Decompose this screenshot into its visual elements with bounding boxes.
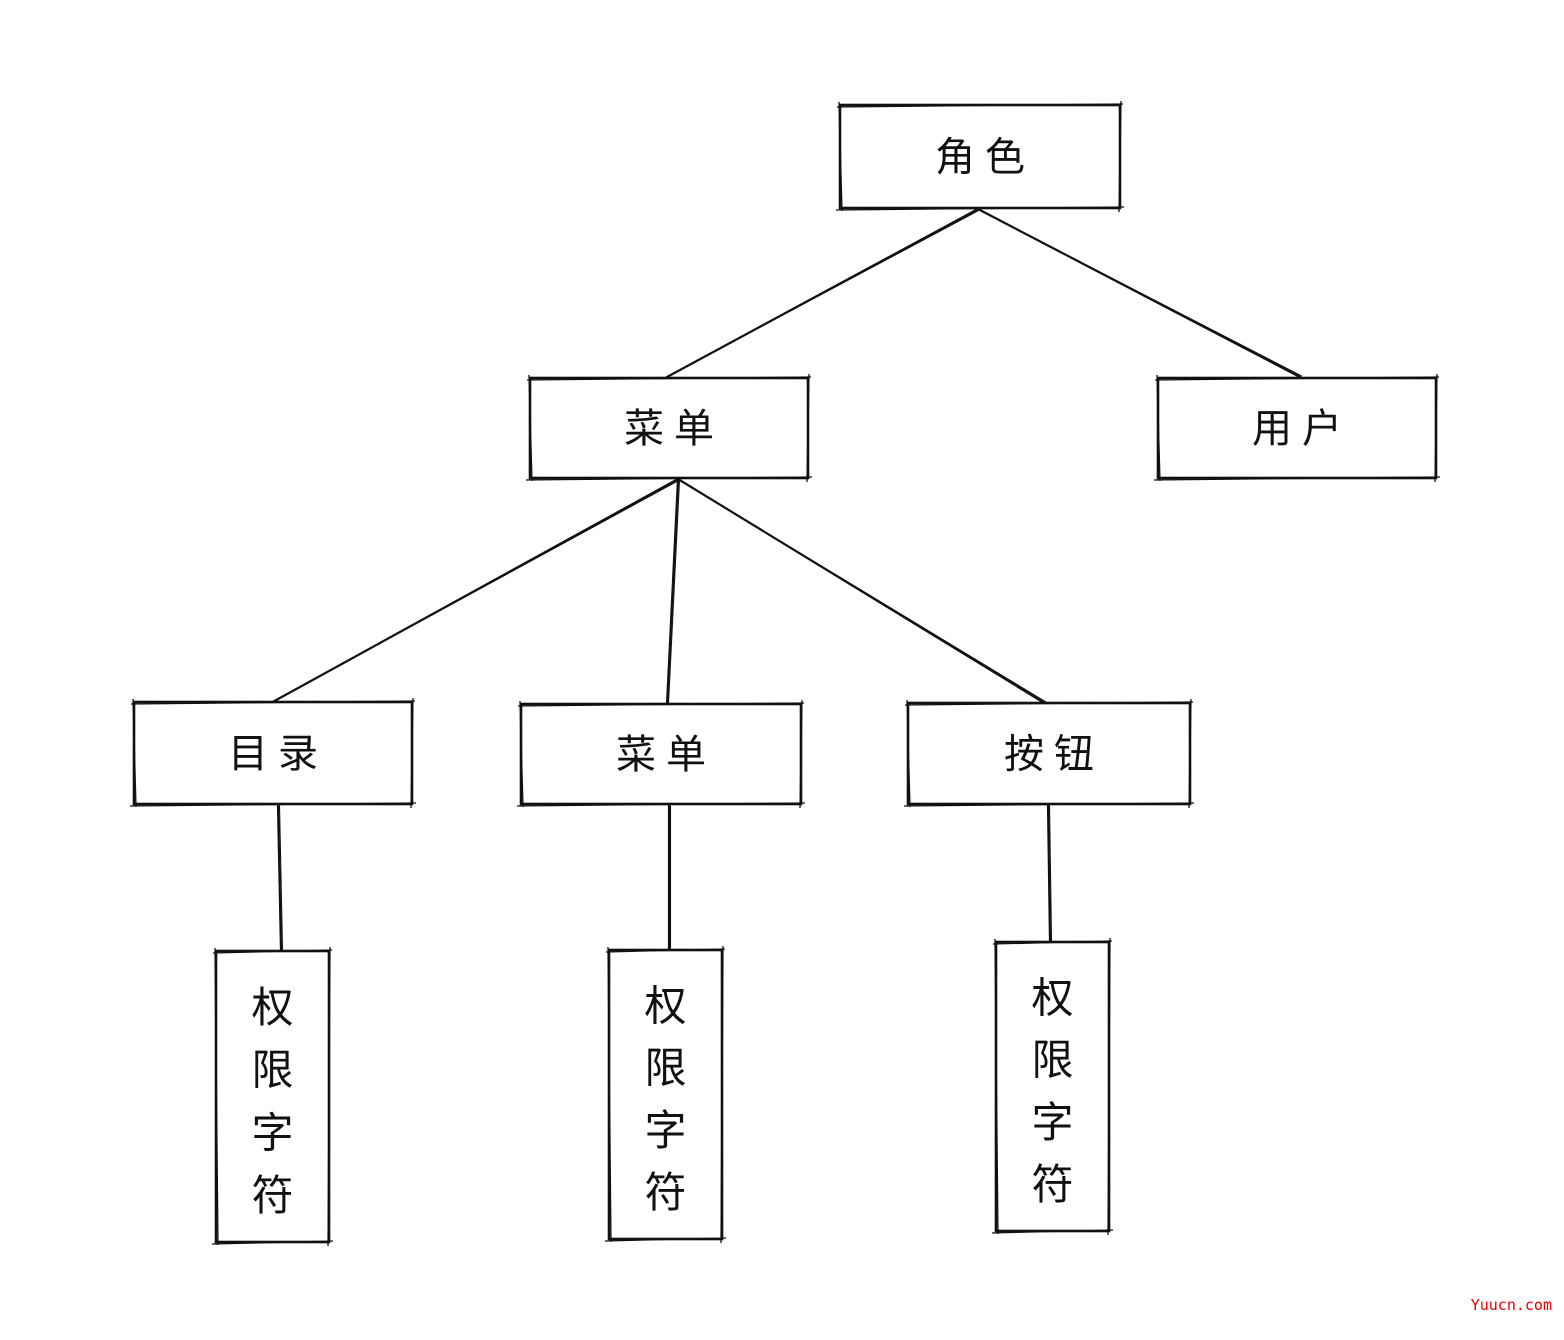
- node-perm2-char: 字: [644, 1106, 686, 1155]
- node-perm3-char: 权: [1031, 973, 1073, 1022]
- edge-button-perm3: [1046, 803, 1053, 944]
- edge-submenu-perm2: [667, 803, 672, 952]
- node-perm2-char: 限: [644, 1044, 686, 1093]
- node-perm1-char: 符: [251, 1171, 293, 1220]
- edge-menu-submenu: [665, 477, 681, 706]
- node-menu-label: 菜单: [624, 406, 724, 452]
- node-perm1-char: 限: [251, 1046, 293, 1095]
- node-button: 按钮: [903, 698, 1195, 809]
- node-menu: 菜单: [525, 373, 813, 483]
- node-perm2-char: 权: [644, 981, 686, 1030]
- node-directory-label: 目录: [228, 731, 328, 777]
- edge-directory-perm1: [276, 803, 284, 953]
- node-perm2-char: 符: [644, 1168, 686, 1217]
- edges-layer: [267, 207, 1303, 953]
- node-button-label: 按钮: [1004, 732, 1104, 778]
- node-perm3-char: 限: [1031, 1036, 1073, 1085]
- node-user: 用户: [1153, 373, 1441, 483]
- nodes-layer: 角色菜单用户目录菜单按钮权限字符权限字符权限字符: [129, 100, 1441, 1247]
- node-role-label: 角色: [935, 135, 1035, 181]
- edge-menu-directory: [267, 477, 681, 706]
- node-perm1-char: 字: [251, 1108, 293, 1157]
- node-submenu: 菜单: [516, 699, 806, 809]
- node-submenu-label: 菜单: [616, 732, 716, 778]
- edge-role-user: [976, 207, 1303, 379]
- node-perm1-char: 权: [251, 983, 293, 1032]
- node-perm3-char: 字: [1031, 1098, 1073, 1147]
- node-directory: 目录: [129, 697, 417, 809]
- edge-role-menu: [665, 207, 981, 379]
- node-role: 角色: [835, 100, 1125, 213]
- edge-menu-button: [676, 477, 1049, 706]
- watermark-text: Yuucn.com: [1470, 1296, 1552, 1314]
- node-perm3-char: 符: [1031, 1160, 1073, 1209]
- node-user-label: 用户: [1252, 406, 1352, 452]
